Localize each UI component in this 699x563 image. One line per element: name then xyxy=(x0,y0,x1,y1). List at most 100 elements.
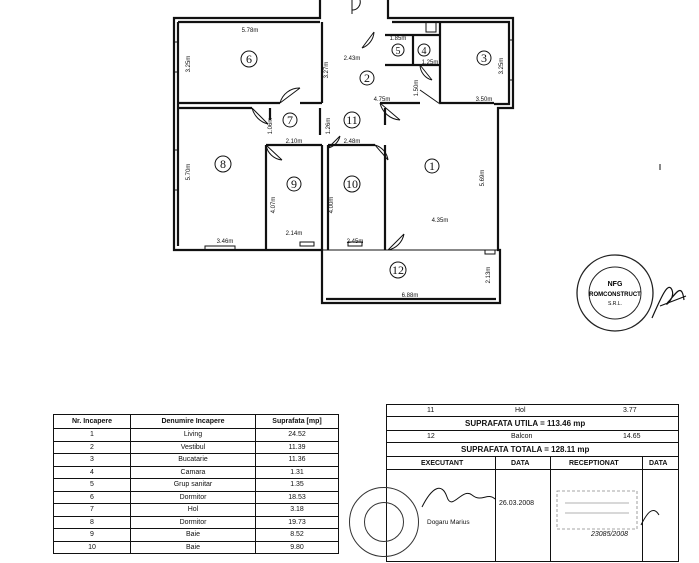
row-number: 7 xyxy=(53,503,131,517)
suprafata-totala: SUPRAFATA TOTALA = 128.11 mp xyxy=(461,445,590,454)
room-name: Grup sanitar xyxy=(130,478,256,492)
room-area: 11.39 xyxy=(255,440,339,454)
room-area: 8.52 xyxy=(255,528,339,542)
company-stamp: NFG ROMCONSTRUCT S.R.L. xyxy=(576,254,654,332)
interior-walls xyxy=(178,22,494,250)
room-7-label: 7 xyxy=(287,113,293,127)
room-area: 3.18 xyxy=(255,503,339,517)
room-4-label: 4 xyxy=(422,46,427,57)
header-area: Suprafata [mp] xyxy=(255,414,339,429)
dim-label: 1.50m xyxy=(414,80,420,97)
executant-name: Dogaru Marius xyxy=(427,519,470,526)
header-data-2: DATA xyxy=(649,459,668,467)
dim-label: 1.85m xyxy=(390,36,407,42)
room-area: 1.31 xyxy=(255,465,339,479)
room-1-label: 1 xyxy=(429,159,435,173)
dim-label: 2.13m xyxy=(486,267,492,284)
room-2-label: 2 xyxy=(364,71,370,85)
table-header-row: Nr. Incapere Denumire Incapere Suprafata… xyxy=(53,414,339,429)
signoff-header-row: EXECUTANT DATA RECEPTIONAT DATA xyxy=(387,457,678,470)
header-receptionat: RECEPTIONAT xyxy=(569,459,619,467)
room-12-label: 12 xyxy=(392,263,404,277)
room-labels: 1 2 3 4 5 6 7 8 9 10 11 12 xyxy=(214,43,492,279)
receptionat-stamp xyxy=(556,490,660,530)
dim-label: 5.69m xyxy=(480,170,486,187)
header-name: Denumire Incapere xyxy=(130,414,256,429)
room-3-label: 3 xyxy=(481,51,487,65)
room-area: 11.36 xyxy=(255,453,339,467)
row-number: 8 xyxy=(53,515,131,529)
room-name: Camara xyxy=(130,465,256,479)
room-10-label: 10 xyxy=(346,177,358,191)
dim-label: 2.10m xyxy=(286,139,303,145)
divider xyxy=(495,457,496,561)
header-data: DATA xyxy=(511,459,530,467)
room-area: 19.73 xyxy=(255,515,339,529)
suprafata-utila: SUPRAFATA UTILA = 113.46 mp xyxy=(465,419,586,428)
dim-label: 3.27m xyxy=(324,62,330,79)
dim-label: 2.43m xyxy=(344,56,361,62)
room-name: Baie xyxy=(130,540,256,554)
room-name: Living xyxy=(130,428,256,442)
room-6-label: 6 xyxy=(246,52,252,66)
row-utila: SUPRAFATA UTILA = 113.46 mp xyxy=(387,417,678,431)
room-area: 9.80 xyxy=(255,540,339,554)
receptionat-number: 23085/2008 xyxy=(591,531,628,538)
row-number: 1 xyxy=(53,428,131,442)
doors xyxy=(251,0,441,251)
row-balcon: 12 Balcon 14.65 xyxy=(387,431,678,443)
room-area: 18.53 xyxy=(255,490,339,504)
room-name: Bucatarie xyxy=(130,453,256,467)
room-name: Dormitor xyxy=(130,515,256,529)
room-area: 24.52 xyxy=(255,428,339,442)
outer-walls xyxy=(172,0,515,305)
title-block: 11 Hol 3.77 SUPRAFATA UTILA = 113.46 mp … xyxy=(386,404,679,562)
dim-label: 5.70m xyxy=(186,164,192,181)
balcon-num: 12 xyxy=(427,433,435,440)
room-9-label: 9 xyxy=(291,177,297,191)
row-number: 3 xyxy=(53,453,131,467)
hol-name: Hol xyxy=(515,407,526,414)
dim-label: 4.35m xyxy=(432,218,449,224)
stamp-line1: NFG xyxy=(608,281,623,288)
room-area-table: Nr. Incapere Denumire Incapere Suprafata… xyxy=(53,414,339,554)
dim-label: 5.78m xyxy=(242,28,259,34)
divider xyxy=(550,457,551,561)
dim-label: 4.75m xyxy=(374,97,391,103)
dim-label: 3.25m xyxy=(186,56,192,73)
row-number: 2 xyxy=(53,440,131,454)
windows xyxy=(173,21,514,255)
dim-label: 2.14m xyxy=(286,231,303,237)
executant-date: 26.03.2008 xyxy=(499,500,535,507)
header-nr: Nr. Incapere xyxy=(53,414,131,429)
stamp-line3: S.R.L. xyxy=(608,301,622,307)
executant-stamp-inner xyxy=(364,502,404,542)
dim-label: 1.06m xyxy=(268,118,274,135)
room-8-label: 8 xyxy=(220,157,226,171)
hol-area: 3.77 xyxy=(623,407,637,414)
room-name: Baie xyxy=(130,528,256,542)
header-executant: EXECUTANT xyxy=(421,459,464,467)
room-11-label: 11 xyxy=(346,113,358,127)
dim-label: 3.46m xyxy=(217,239,234,245)
dim-label: 3.50m xyxy=(476,97,493,103)
room-5-label: 5 xyxy=(396,46,401,57)
room-area: 1.35 xyxy=(255,478,339,492)
room-name: Hol xyxy=(130,503,256,517)
dim-label: 4.07m xyxy=(271,197,277,214)
dim-label: 2.48m xyxy=(344,139,361,145)
dim-label: 1.25m xyxy=(422,60,439,66)
row-totala: SUPRAFATA TOTALA = 128.11 mp xyxy=(387,443,678,457)
room-name: Dormitor xyxy=(130,490,256,504)
row-number: 5 xyxy=(53,478,131,492)
dim-label: 2.45m xyxy=(347,239,364,245)
row-number: 4 xyxy=(53,465,131,479)
